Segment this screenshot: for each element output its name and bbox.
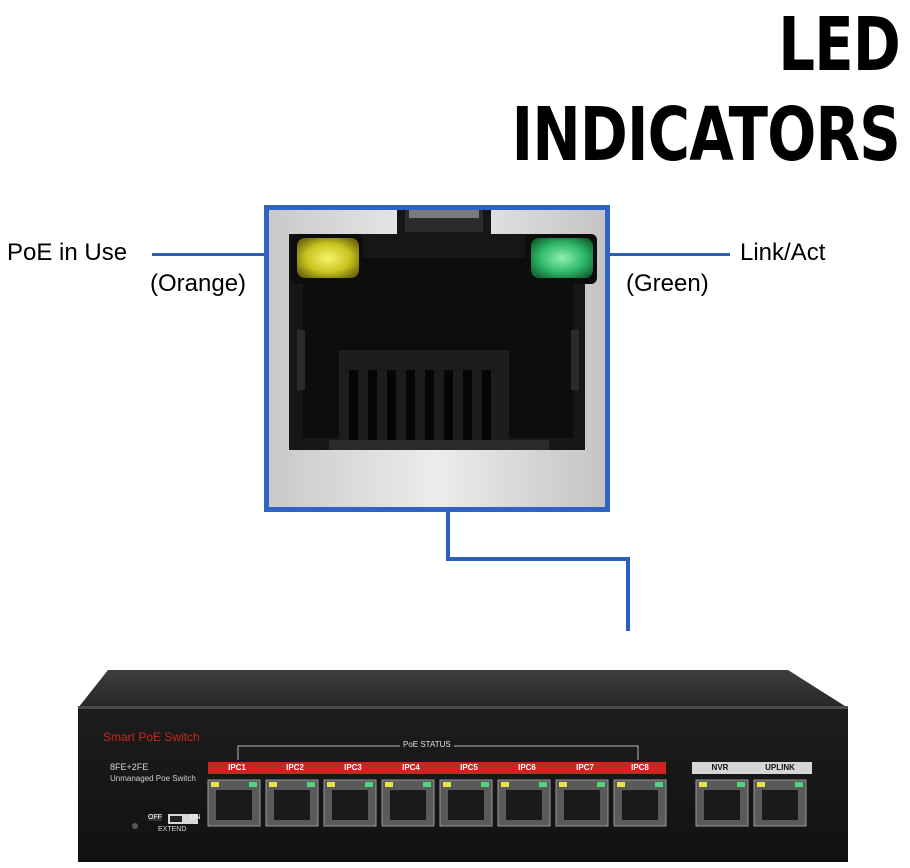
connector-line-down bbox=[446, 512, 450, 559]
port-label-ipc4: IPC4 bbox=[402, 763, 420, 772]
ipc-port-labels: IPC1 IPC2 IPC3 IPC4 IPC5 IPC6 IPC7 IPC8 bbox=[208, 762, 666, 774]
left-pointer-line bbox=[152, 253, 292, 256]
dip-off-label: OFF bbox=[148, 814, 162, 821]
port-label-nvr: NVR bbox=[711, 763, 729, 772]
extend-label: EXTEND bbox=[158, 826, 187, 833]
link-act-label: Link/Act bbox=[740, 239, 826, 266]
switch-model-label: 8FE+2FE bbox=[110, 762, 149, 772]
port-label-ipc2: IPC2 bbox=[286, 763, 304, 772]
poe-switch: Smart PoE Switch 8FE+2FE Unmanaged Poe S… bbox=[78, 668, 848, 862]
page-title: LED INDICATORS bbox=[511, 2, 901, 178]
connector-line-down-2 bbox=[626, 557, 630, 631]
port-label-ipc8: IPC8 bbox=[631, 763, 649, 772]
uplink-port-labels: NVR UPLINK bbox=[692, 762, 812, 774]
switch-brand-label: Smart PoE Switch bbox=[103, 730, 200, 744]
connector-line-across bbox=[446, 557, 630, 561]
green-color-label: (Green) bbox=[626, 270, 709, 297]
port-label-ipc6: IPC6 bbox=[518, 763, 536, 772]
port-label-ipc7: IPC7 bbox=[576, 763, 594, 772]
poe-switch-body bbox=[78, 670, 848, 862]
poe-status-label: PoE STATUS bbox=[400, 740, 454, 749]
orange-color-label: (Orange) bbox=[150, 270, 247, 297]
port-label-uplink: UPLINK bbox=[765, 763, 795, 772]
port-label-ipc5: IPC5 bbox=[460, 763, 478, 772]
poe-in-use-label: PoE in Use bbox=[7, 239, 128, 266]
right-pointer-line bbox=[590, 253, 730, 256]
port-label-ipc3: IPC3 bbox=[344, 763, 362, 772]
port-label-ipc1: IPC1 bbox=[228, 763, 246, 772]
switch-subtitle-label: Unmanaged Poe Switch bbox=[110, 774, 196, 783]
zoomed-port-box bbox=[264, 205, 610, 512]
rj45-port-illustration bbox=[269, 210, 605, 507]
dip-on-label: ON bbox=[190, 814, 201, 821]
